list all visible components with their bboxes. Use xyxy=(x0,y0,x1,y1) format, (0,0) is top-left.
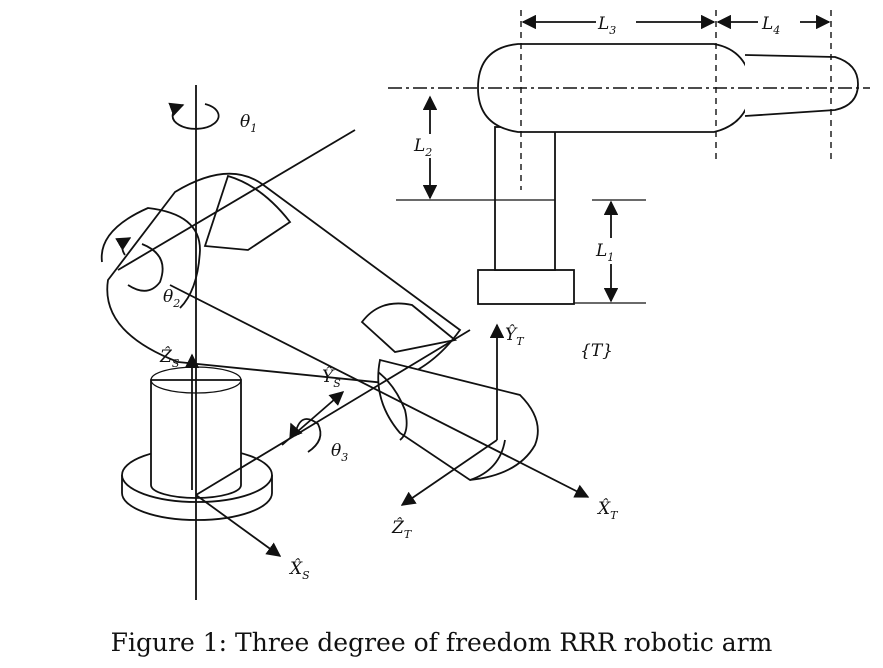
theta3-label: θ3 xyxy=(331,441,348,464)
theta3-rotation-arrowhead xyxy=(289,422,303,439)
theta1-label: θ1 xyxy=(240,112,257,135)
zt-label: ẐT xyxy=(391,517,413,541)
xs-arrow xyxy=(195,494,282,557)
yt-label: ŶT xyxy=(505,324,525,348)
xt-arrow xyxy=(169,284,590,498)
figure-caption: Figure 1: Three degree of freedom RRR ro… xyxy=(110,628,773,657)
L4-label: L4 xyxy=(761,14,780,37)
zt-arrow xyxy=(400,439,498,506)
shoulder-axis-line xyxy=(117,129,356,271)
side-view xyxy=(388,10,870,305)
ys-arrow xyxy=(281,391,345,446)
ys-label: ŶS xyxy=(322,366,341,390)
L1-label: L1 xyxy=(595,241,614,264)
side-column xyxy=(494,126,556,271)
theta1-rotation-icon xyxy=(168,102,220,130)
side-base-block xyxy=(477,269,575,305)
side-forearm xyxy=(744,54,859,117)
theta2-rotation-arrowhead xyxy=(115,237,132,256)
L2-label: L2 xyxy=(413,136,432,159)
xt-label: X̂T xyxy=(596,499,619,522)
theta2-rotation-icon xyxy=(127,243,164,292)
zs-label: ẐS xyxy=(159,346,180,370)
xs-label: X̂S xyxy=(288,559,310,582)
theta2-label: θ2 xyxy=(163,287,180,310)
robot-arm-diagram: θ1 θ2 θ3 L3 L4 L2 L1 ẐS ŶS X̂S ŶT X̂T ẐT… xyxy=(100,10,870,600)
forearm-link xyxy=(377,358,539,481)
t-frame-label: {T} xyxy=(580,341,613,361)
theta3-rotation-icon xyxy=(294,418,322,453)
upper-link xyxy=(100,172,462,384)
elbow-axis-line xyxy=(195,329,471,496)
L3-label: L3 xyxy=(597,14,616,37)
